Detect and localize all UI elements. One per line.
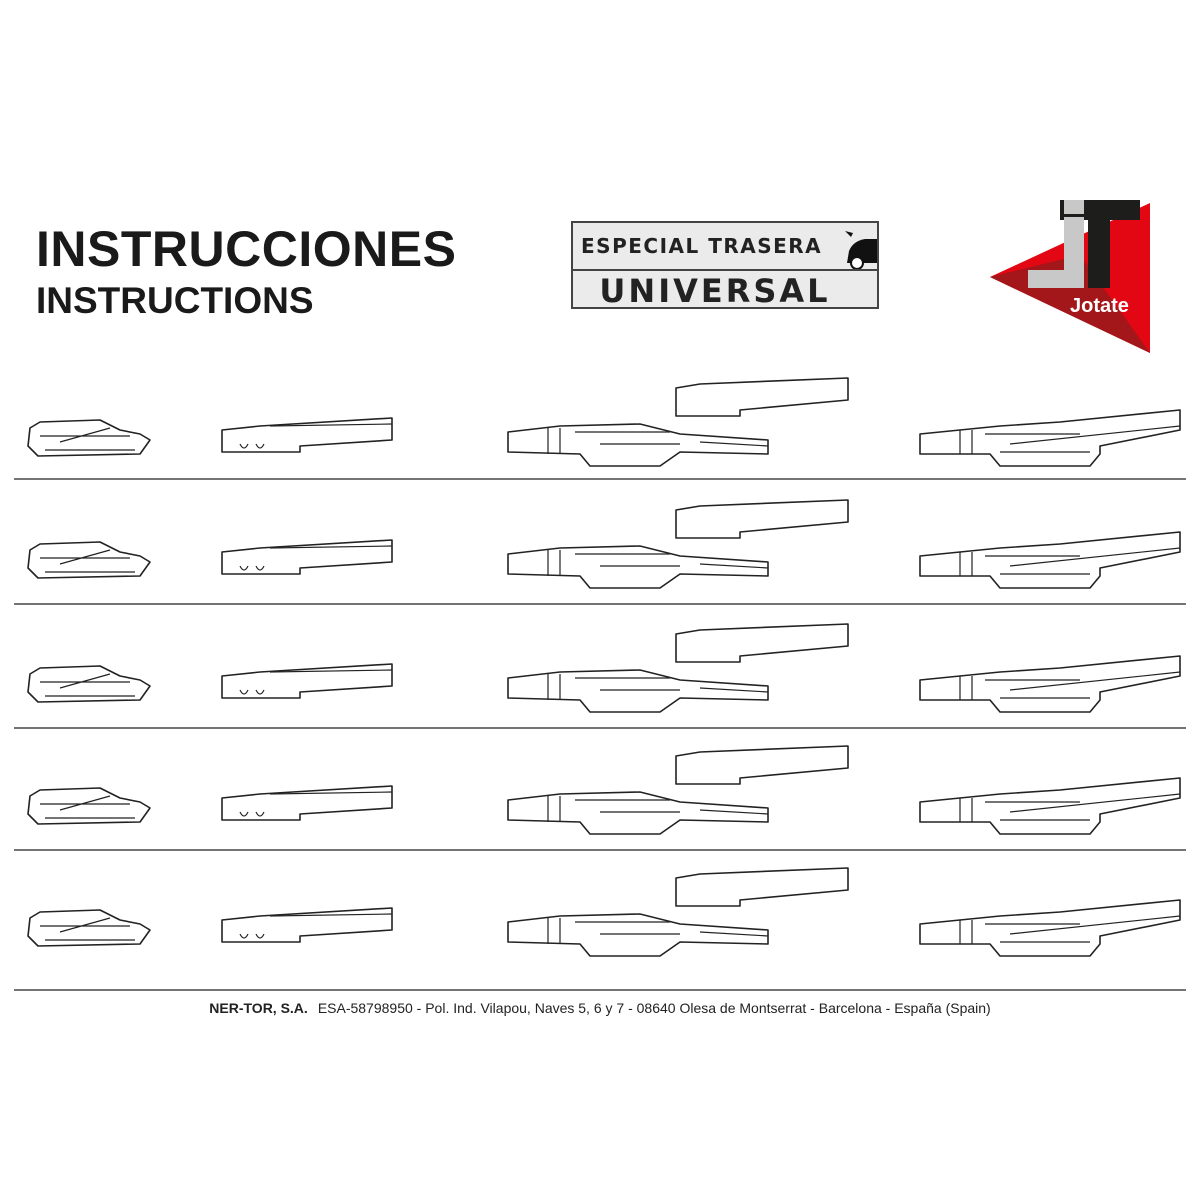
adapter-drawing (27, 787, 151, 825)
wiper-arm-end-drawing (221, 663, 393, 699)
instruction-row (27, 745, 1181, 835)
jotate-logo: Jotate (990, 200, 1150, 353)
assembled-drawing (919, 899, 1181, 957)
footer-company: NER-TOR, S.A. (209, 1000, 308, 1016)
instruction-steps (14, 377, 1186, 991)
badge-line2: UNIVERSAL (599, 272, 831, 310)
instruction-row (27, 623, 1181, 713)
assembled-drawing (919, 531, 1181, 589)
logo-brand-text: Jotate (1070, 295, 1129, 317)
assembly-drawing (507, 867, 849, 957)
instruction-row (27, 867, 1181, 957)
footer-details: ESA-58798950 - Pol. Ind. Vilapou, Naves … (317, 1000, 991, 1016)
wiper-arm-end-drawing (221, 907, 393, 943)
instruction-row (27, 377, 1181, 467)
footer: NER-TOR, S.A. ESA-58798950 - Pol. Ind. Vi… (0, 1000, 1200, 1016)
adapter-drawing (27, 909, 151, 947)
assembly-drawing (507, 377, 849, 467)
adapter-drawing (27, 541, 151, 579)
adapter-drawing (27, 665, 151, 703)
page-subtitle: INSTRUCTIONS (36, 280, 314, 321)
wiper-arm-end-drawing (221, 417, 393, 453)
assembled-drawing (919, 409, 1181, 467)
assembly-drawing (507, 623, 849, 713)
assembly-drawing (507, 499, 849, 589)
page-title: INSTRUCCIONES (36, 221, 457, 277)
badge-line1: ESPECIAL TRASERA (581, 234, 823, 258)
assembled-drawing (919, 777, 1181, 835)
product-badge: ESPECIAL TRASERA UNIVERSAL (571, 221, 879, 310)
assembly-drawing (507, 745, 849, 835)
car-hatchback-icon (845, 231, 877, 269)
wiper-arm-end-drawing (221, 539, 393, 575)
adapter-drawing (27, 419, 151, 457)
instruction-row (27, 499, 1181, 589)
wiper-arm-end-drawing (221, 785, 393, 821)
assembled-drawing (919, 655, 1181, 713)
